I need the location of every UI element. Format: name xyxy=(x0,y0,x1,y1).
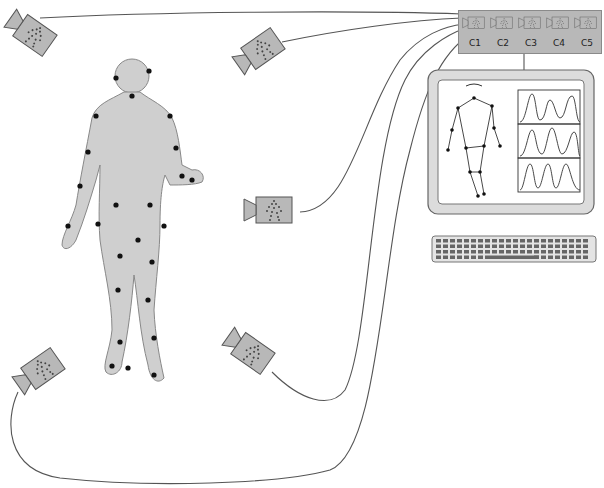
channel-label: C5 xyxy=(573,38,601,49)
monitor xyxy=(428,70,594,214)
camera xyxy=(231,28,285,77)
camera xyxy=(11,348,65,397)
camera xyxy=(3,8,57,57)
channel-label: C2 xyxy=(489,38,517,49)
channel-label: C3 xyxy=(517,38,545,49)
camera-icons xyxy=(459,11,603,37)
channel-label: C4 xyxy=(545,38,573,49)
human-figure xyxy=(62,59,203,381)
keyboard xyxy=(432,236,596,262)
channel-label: C1 xyxy=(461,38,489,49)
camera-hub: C1C2C3C4C5 xyxy=(458,10,602,54)
camera xyxy=(244,197,292,223)
camera xyxy=(221,326,275,375)
